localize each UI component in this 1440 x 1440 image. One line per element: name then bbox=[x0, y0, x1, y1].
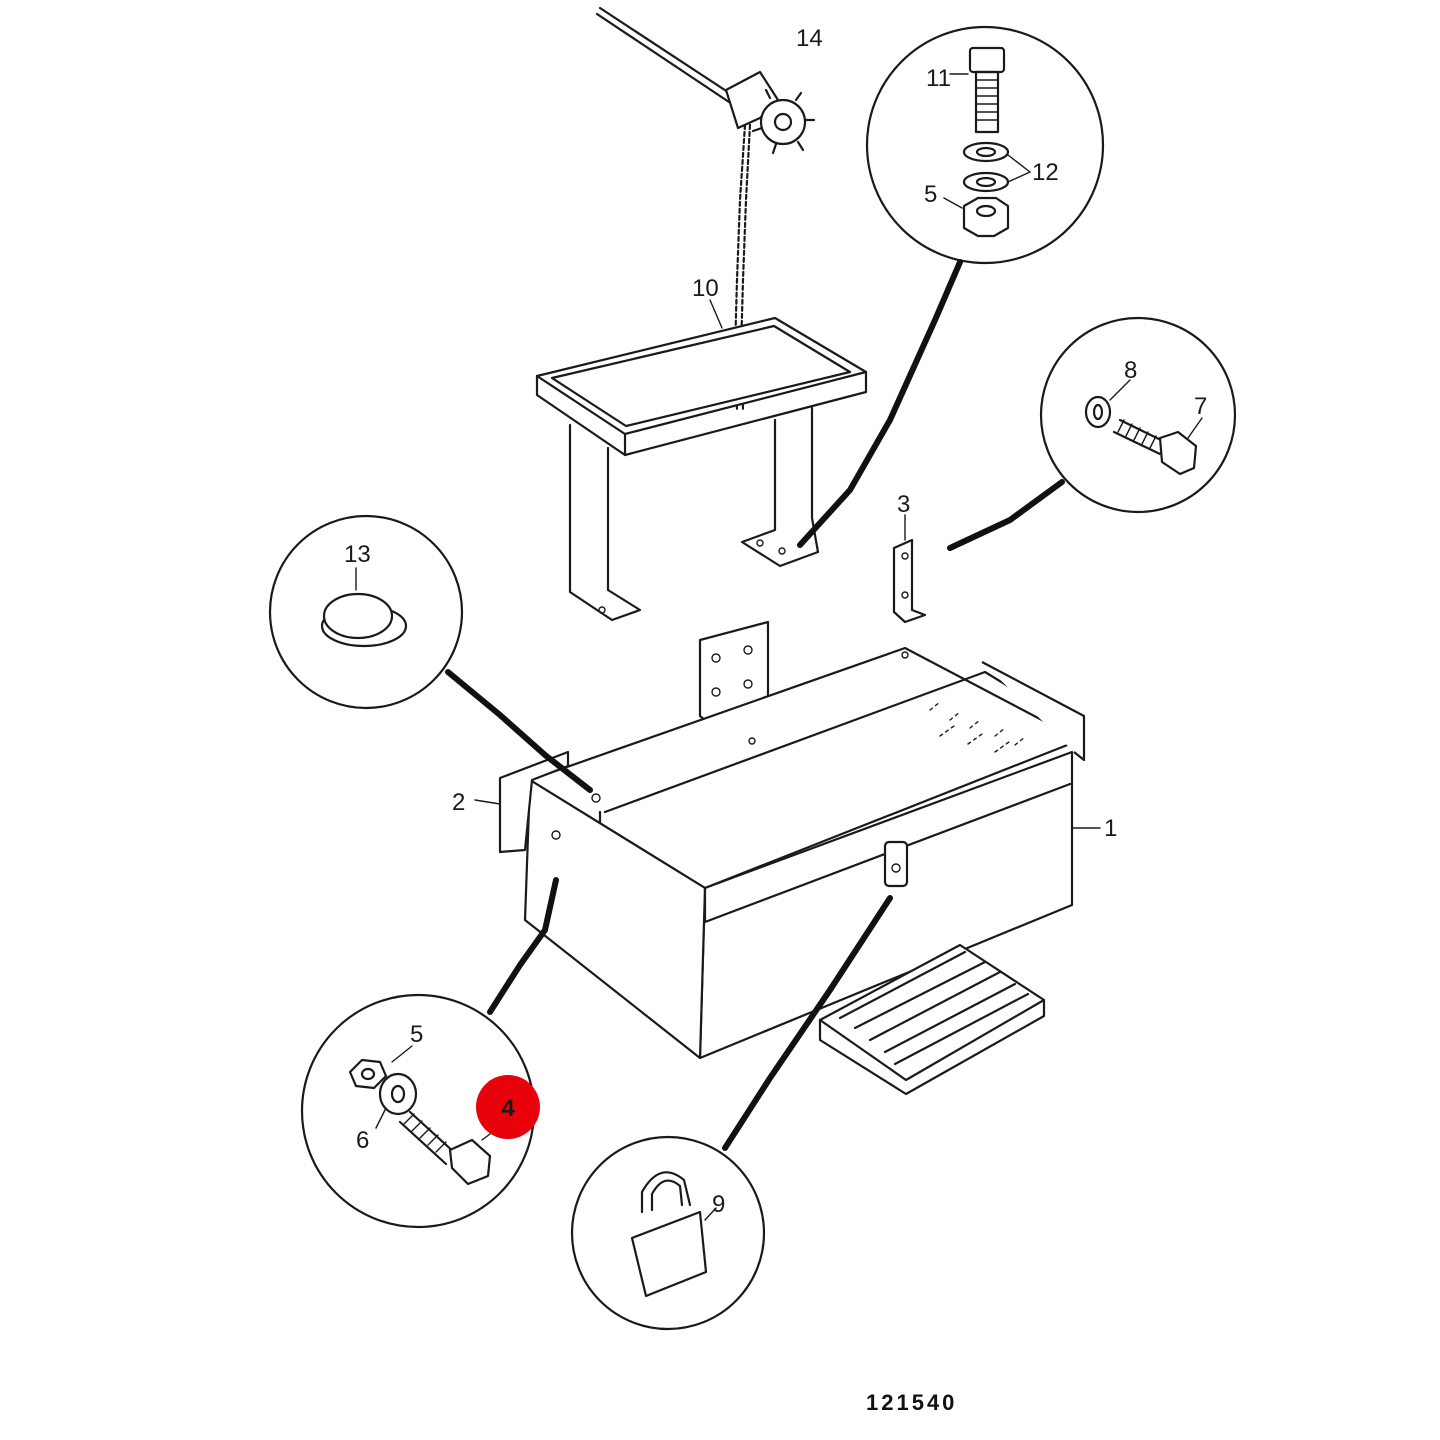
label-part-6: 6 bbox=[356, 1127, 369, 1154]
leader-bracket-bolt-detail bbox=[947, 479, 1065, 551]
hold-down-tray bbox=[535, 316, 868, 622]
wing-nut-icon bbox=[724, 70, 816, 155]
detail-circle-hold-down-bolt bbox=[865, 25, 1105, 265]
leader-bolt-detail bbox=[797, 259, 963, 548]
label-part-2: 2 bbox=[452, 789, 465, 816]
label-part-10: 10 bbox=[692, 275, 719, 302]
label-part-12: 12 bbox=[1032, 159, 1059, 186]
leader-2 bbox=[474, 799, 501, 805]
label-part-5-bottom: 5 bbox=[410, 1021, 423, 1048]
leader-box-bolt-detail bbox=[487, 877, 559, 1015]
label-part-1: 1 bbox=[1104, 815, 1117, 842]
highlight-marker-part-4[interactable]: 4 bbox=[476, 1075, 540, 1139]
detail-circle-bracket-bolt bbox=[1039, 316, 1237, 514]
bracket-part bbox=[892, 514, 927, 624]
label-part-5-top: 5 bbox=[924, 181, 937, 208]
leader-padlock-detail bbox=[722, 895, 893, 1151]
detail-circle-grommet bbox=[268, 514, 464, 710]
highlight-label[interactable]: 4 bbox=[501, 1095, 515, 1122]
leader-grommet-detail bbox=[445, 669, 593, 793]
label-part-7: 7 bbox=[1194, 393, 1207, 420]
label-part-3: 3 bbox=[897, 491, 910, 518]
drawing-reference-number: 121540 bbox=[866, 1390, 957, 1415]
detail-circle-box-bolt bbox=[300, 993, 536, 1229]
label-part-11: 11 bbox=[926, 65, 951, 92]
highlight-circle[interactable] bbox=[476, 1075, 540, 1139]
label-part-14: 14 bbox=[796, 25, 823, 52]
label-part-13: 13 bbox=[344, 541, 371, 568]
step-plate bbox=[818, 943, 1046, 1096]
hold-down-rod-assembly bbox=[595, 6, 816, 412]
detail-circle-padlock bbox=[570, 1135, 766, 1331]
label-part-8: 8 bbox=[1124, 357, 1137, 384]
label-part-9: 9 bbox=[712, 1191, 725, 1218]
